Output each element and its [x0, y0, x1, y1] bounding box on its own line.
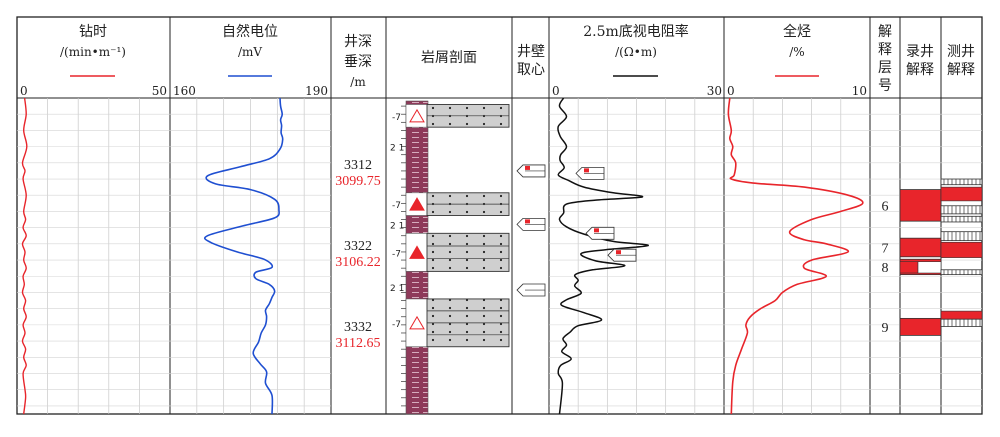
sidewall-core — [516, 283, 546, 297]
core-oil-mark — [594, 228, 599, 233]
resistivity-curve — [557, 98, 649, 414]
total-hc-curve — [727, 98, 864, 414]
wireline-oil-layer — [940, 310, 983, 320]
resistivity-unit: /(Ω•m) — [615, 45, 657, 59]
drill-time-unit: /(min•m⁻¹) — [60, 45, 126, 59]
mudlog-oil-layer — [899, 237, 942, 258]
layer-number: 8 — [882, 261, 889, 276]
lithology-label: 2 1 — [390, 221, 404, 231]
depth-tvd-label: 3112.65 — [336, 336, 381, 351]
drill-time-header: 钻时 — [79, 24, 107, 40]
mudlog-partial-layer — [899, 261, 919, 274]
lithology-label: 2 1 — [390, 284, 404, 294]
sidewall-core — [516, 217, 546, 231]
depth-tvd-label: 3106.22 — [335, 255, 381, 270]
oil-show-triangle — [409, 315, 425, 330]
oil-show-triangle — [409, 197, 425, 211]
depth-md-label: 3312 — [344, 158, 372, 173]
outer-frame — [16, 16, 983, 415]
depth-md-label: 3332 — [344, 320, 372, 335]
lithology-code: -7 — [392, 320, 401, 330]
total-hc-unit: /% — [789, 45, 804, 59]
interpretation-layers: 6 7 8 9 — [882, 178, 983, 336]
wireline-interp-header-2: 解释 — [947, 62, 975, 78]
wireline-interp-header: 测井 — [947, 44, 975, 60]
core-oil-mark — [525, 165, 530, 170]
depth-md-label: 3322 — [344, 239, 372, 254]
oil-show-triangle — [409, 108, 425, 123]
core-oil-mark — [525, 219, 530, 224]
core-header: 井壁 — [517, 44, 545, 60]
oil-show-triangle — [409, 245, 425, 259]
grid-lines — [17, 98, 982, 414]
wireline-layer — [940, 231, 983, 242]
layer-no-header-4: 号 — [878, 78, 892, 94]
wireline-layer — [940, 205, 983, 215]
mudlog-interp-header-2: 解释 — [906, 62, 934, 78]
drill-time-curve — [21, 98, 28, 414]
sidewall-core — [575, 166, 605, 180]
drill-time-axis-min: 0 — [20, 84, 28, 98]
layer-no-header-1: 解 — [878, 24, 892, 40]
wireline-layer — [940, 178, 983, 186]
wireline-layer — [940, 215, 983, 223]
core-oil-mark — [584, 168, 589, 173]
sidewall-core — [585, 226, 615, 240]
wireline-oil-layer — [940, 186, 983, 202]
sidewall-core — [607, 248, 637, 262]
resistivity-header: 2.5m底视电阻率 — [583, 23, 689, 40]
core-oil-mark — [616, 250, 621, 255]
sp-axis-max: 190 — [305, 84, 328, 98]
wireline-layer — [940, 318, 983, 327]
lithology-code: -7 — [392, 201, 401, 211]
mudlog-partial-layer — [917, 261, 942, 274]
total-hc-header: 全烃 — [783, 23, 811, 40]
layer-number: 7 — [882, 241, 889, 256]
sp-unit: /mV — [238, 45, 262, 59]
mudlog-oil-layer — [899, 189, 942, 222]
wireline-oil-layer — [940, 241, 983, 258]
sp-header: 自然电位 — [222, 23, 278, 40]
layer-no-header-2: 释 — [878, 42, 892, 58]
layer-number: 9 — [882, 321, 889, 336]
depth-tvd-label: 3099.75 — [335, 174, 381, 189]
total-hc-axis-max: 10 — [852, 84, 867, 98]
core-header-2: 取心 — [517, 62, 545, 78]
sp-axis-min: 160 — [173, 84, 196, 98]
lithology-header: 岩屑剖面 — [421, 50, 477, 66]
resistivity-axis-min: 0 — [552, 84, 560, 98]
resistivity-axis-max: 30 — [707, 84, 722, 98]
lithology-label: 2 1 — [390, 144, 404, 154]
lithology-code: -7 — [392, 113, 401, 123]
drill-time-axis-max: 50 — [152, 84, 167, 98]
sidewall-core-symbols — [516, 164, 637, 297]
mudlog-oil-layer — [899, 317, 942, 336]
depth-header: 井深 — [344, 34, 372, 50]
sidewall-core — [516, 164, 546, 178]
lithology-column: -7 -7 -7 -7 2 1 2 1 2 1 — [390, 100, 510, 415]
tvd-header: 垂深 — [344, 54, 372, 70]
layer-no-header-3: 层 — [878, 60, 892, 76]
depth-unit: /m — [350, 75, 366, 89]
wireline-layer — [940, 269, 983, 276]
lithology-code: -7 — [392, 249, 401, 259]
mudlog-interp-header: 录井 — [906, 44, 934, 60]
total-hc-axis-min: 0 — [727, 84, 735, 98]
sandstone-box — [426, 232, 510, 272]
layer-number: 6 — [882, 199, 889, 214]
sp-curve — [203, 98, 284, 414]
